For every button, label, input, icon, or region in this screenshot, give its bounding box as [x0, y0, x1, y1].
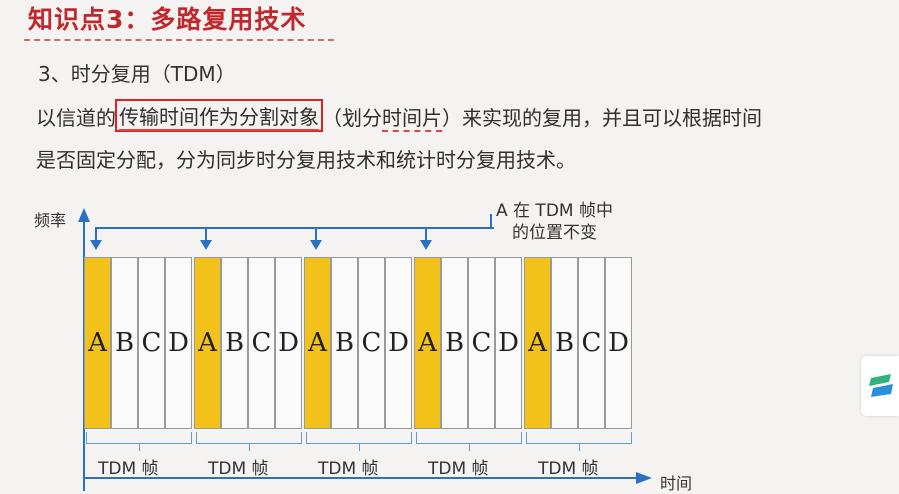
slot-arrow-line [95, 227, 97, 241]
frame-label: TDM 帧 [208, 459, 269, 479]
section-heading: 3、时分复用（TDM） [38, 58, 236, 87]
slot-arrow-line [205, 227, 207, 241]
x-axis-label: 时间 [660, 474, 693, 493]
frame-brace [526, 432, 632, 451]
time-slot-c: C [468, 257, 495, 429]
annotation-line-2: 的位置不变 [511, 223, 597, 243]
title-divider [24, 39, 334, 41]
frame-label: TDM 帧 [318, 459, 379, 479]
frame-label: TDM 帧 [538, 459, 599, 479]
time-slot-d: D [495, 257, 522, 429]
para-text-mid: （划分 [322, 106, 382, 130]
time-slot-b: B [221, 257, 248, 429]
time-slot-b: B [111, 257, 138, 429]
time-slot-b: B [331, 257, 358, 429]
frame-brace [86, 432, 192, 451]
highlighted-text: 传输时间作为分割对象 [119, 105, 319, 131]
time-slot-c: C [358, 257, 385, 429]
time-slot-d: D [385, 257, 412, 429]
slot-arrow-head [310, 240, 322, 250]
slot-arrow-line [315, 227, 317, 241]
y-axis-label: 频率 [34, 211, 67, 230]
time-slot-a: A [414, 257, 441, 429]
arrow-bracket-line [96, 227, 494, 229]
slot-arrow-head [90, 240, 102, 250]
section-heading-text: 3、时分复用（TDM） [38, 62, 236, 86]
time-slot-a: A [524, 257, 551, 429]
slot-arrow-head [420, 240, 432, 250]
time-slot-c: C [578, 257, 605, 429]
time-slot-b: B [551, 257, 578, 429]
slot-arrow-line [425, 227, 427, 241]
time-slot-c: C [248, 257, 275, 429]
slot-arrow-head [200, 240, 212, 250]
time-slot-c: C [138, 257, 165, 429]
app-logo-icon[interactable] [869, 372, 895, 398]
para-text-pre: 以信道的 [36, 106, 116, 130]
time-slot-d: D [275, 257, 302, 429]
paragraph-line-1: 以信道的传输时间作为分割对象（划分时间片）来实现的复用，并且可以根据时间 [36, 99, 762, 133]
arrow-bracket-connector [490, 214, 492, 229]
timeslice-text: 时间片 [382, 106, 442, 132]
highlighted-phrase: 传输时间作为分割对象 [115, 99, 323, 132]
time-slot-a: A [304, 257, 331, 429]
paragraph-line-2: 是否固定分配，分为同步时分复用技术和统计时分复用技术。 [36, 148, 576, 172]
time-slot-a: A [194, 257, 221, 429]
frame-label: TDM 帧 [428, 459, 489, 479]
frame-label: TDM 帧 [98, 459, 159, 479]
time-slot-d: D [605, 257, 632, 429]
time-slot-a: A [84, 257, 111, 429]
time-slot-b: B [441, 257, 468, 429]
time-slot-d: D [165, 257, 192, 429]
para-text-post: ）来实现的复用，并且可以根据时间 [442, 106, 762, 130]
frame-brace [196, 432, 302, 451]
annotation-line-1: A 在 TDM 帧中 [496, 201, 613, 221]
frame-brace [306, 432, 412, 451]
frame-brace [416, 432, 522, 451]
position-annotation: A 在 TDM 帧中 的位置不变 [496, 200, 613, 244]
floating-tool-panel[interactable] [861, 356, 899, 416]
page-title: 知识点3：多路复用技术 [28, 5, 307, 34]
